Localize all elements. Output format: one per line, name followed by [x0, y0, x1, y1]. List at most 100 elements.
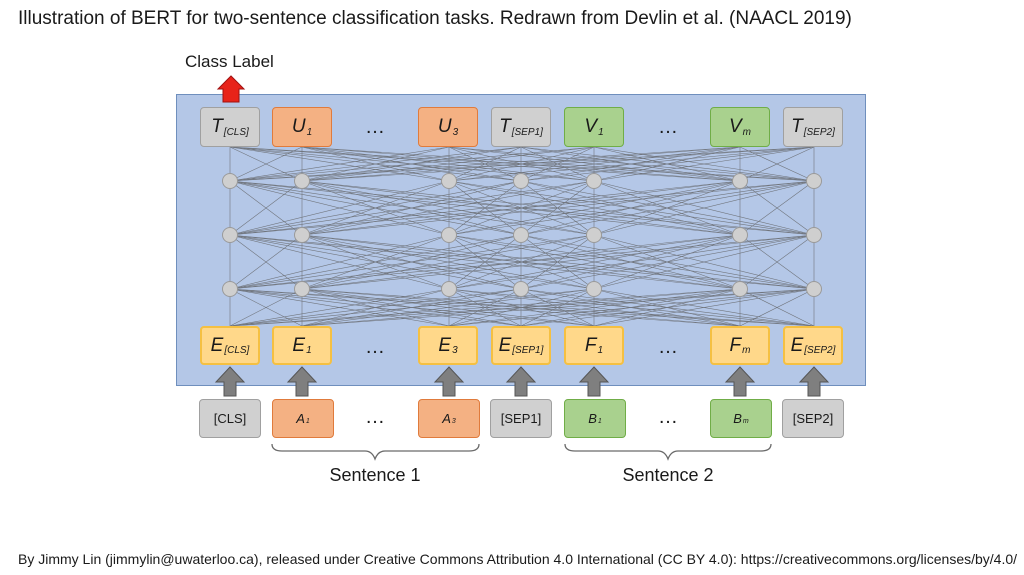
output-ellipsis-2: …	[658, 116, 678, 138]
embedding-e-sep1: E[SEP1]	[491, 326, 551, 365]
connection-line	[301, 146, 815, 182]
connection-line	[593, 288, 815, 327]
connection-line	[448, 180, 815, 236]
hidden-node	[806, 281, 822, 297]
connection-line	[448, 146, 815, 182]
connection-line	[448, 180, 741, 236]
connection-line	[229, 234, 522, 290]
connection-line	[229, 146, 450, 182]
hidden-node	[586, 173, 602, 189]
connection-line	[229, 234, 595, 290]
connection-line	[593, 234, 815, 290]
connection-line	[520, 288, 815, 327]
sentence-1-brace	[271, 443, 480, 461]
connection-line	[229, 146, 522, 182]
connection-line	[229, 180, 815, 236]
hidden-node	[222, 227, 238, 243]
up-arrow	[578, 366, 610, 397]
class-label-arrow	[216, 75, 246, 103]
hidden-node	[222, 173, 238, 189]
hidden-node	[441, 173, 457, 189]
embedding-e-sep2: E[SEP2]	[783, 326, 843, 365]
hidden-node	[806, 173, 822, 189]
embedding-ellipsis-2: …	[658, 336, 678, 358]
hidden-node	[441, 227, 457, 243]
connection-line	[301, 180, 815, 236]
input-arrows	[214, 366, 830, 397]
connection-line	[301, 288, 815, 327]
hidden-node	[294, 281, 310, 297]
network-connections	[229, 146, 815, 327]
connection-line	[229, 288, 595, 327]
embedding-ellipsis-1: …	[365, 336, 385, 358]
hidden-node	[294, 227, 310, 243]
connection-line	[301, 234, 595, 290]
connection-line	[520, 234, 815, 290]
sentence-1-label: Sentence 1	[329, 465, 421, 485]
hidden-node	[732, 173, 748, 189]
up-arrow	[724, 366, 756, 397]
connection-line	[229, 288, 741, 327]
connection-line	[229, 146, 741, 182]
connection-line	[739, 146, 815, 182]
up-arrow	[505, 366, 537, 397]
connection-line	[229, 234, 303, 290]
connection-line	[448, 288, 815, 327]
attribution-footer: By Jimmy Lin (jimmylin@uwaterloo.ca), re…	[18, 551, 1018, 567]
output-ellipsis-1: …	[365, 116, 385, 138]
hidden-node	[513, 173, 529, 189]
hidden-node	[732, 281, 748, 297]
connection-line	[229, 180, 741, 236]
input-token-sep2: [SEP2]	[782, 399, 844, 438]
hidden-node	[586, 281, 602, 297]
connection-line	[229, 180, 522, 236]
connection-line	[229, 288, 815, 327]
hidden-node	[441, 281, 457, 297]
hidden-node	[222, 281, 238, 297]
input-token-cls: [CLS]	[199, 399, 261, 438]
hidden-node	[732, 227, 748, 243]
sentence-2-brace	[564, 443, 772, 461]
connection-line	[301, 234, 815, 290]
connection-line	[229, 288, 303, 327]
sentence-2-label: Sentence 2	[622, 465, 714, 485]
connection-line	[229, 180, 450, 236]
connection-line	[229, 146, 303, 182]
connection-line	[739, 288, 815, 327]
connection-line	[229, 234, 741, 290]
connection-line	[229, 234, 450, 290]
hidden-layer-nodes	[222, 173, 822, 297]
connection-line	[229, 234, 815, 290]
embedding-e-cls: E[CLS]	[200, 326, 260, 365]
hidden-node	[294, 173, 310, 189]
hidden-node	[513, 227, 529, 243]
output-t-cls: T[CLS]	[200, 107, 260, 147]
connection-line	[448, 234, 815, 290]
connection-line	[229, 146, 595, 182]
connection-line	[301, 180, 595, 236]
hidden-node	[513, 281, 529, 297]
input-token-sep1: [SEP1]	[490, 399, 552, 438]
hidden-node	[586, 227, 602, 243]
up-arrow	[286, 366, 318, 397]
input-ellipsis-1: …	[365, 406, 385, 428]
connection-line	[593, 180, 815, 236]
hidden-node	[806, 227, 822, 243]
connection-line	[301, 146, 595, 182]
connection-line	[229, 180, 595, 236]
connection-line	[739, 180, 815, 236]
diagram-title: Illustration of BERT for two-sentence cl…	[18, 8, 852, 29]
connection-line	[593, 146, 815, 182]
connection-line	[520, 180, 815, 236]
connection-line	[448, 146, 741, 182]
connection-line	[448, 288, 741, 327]
